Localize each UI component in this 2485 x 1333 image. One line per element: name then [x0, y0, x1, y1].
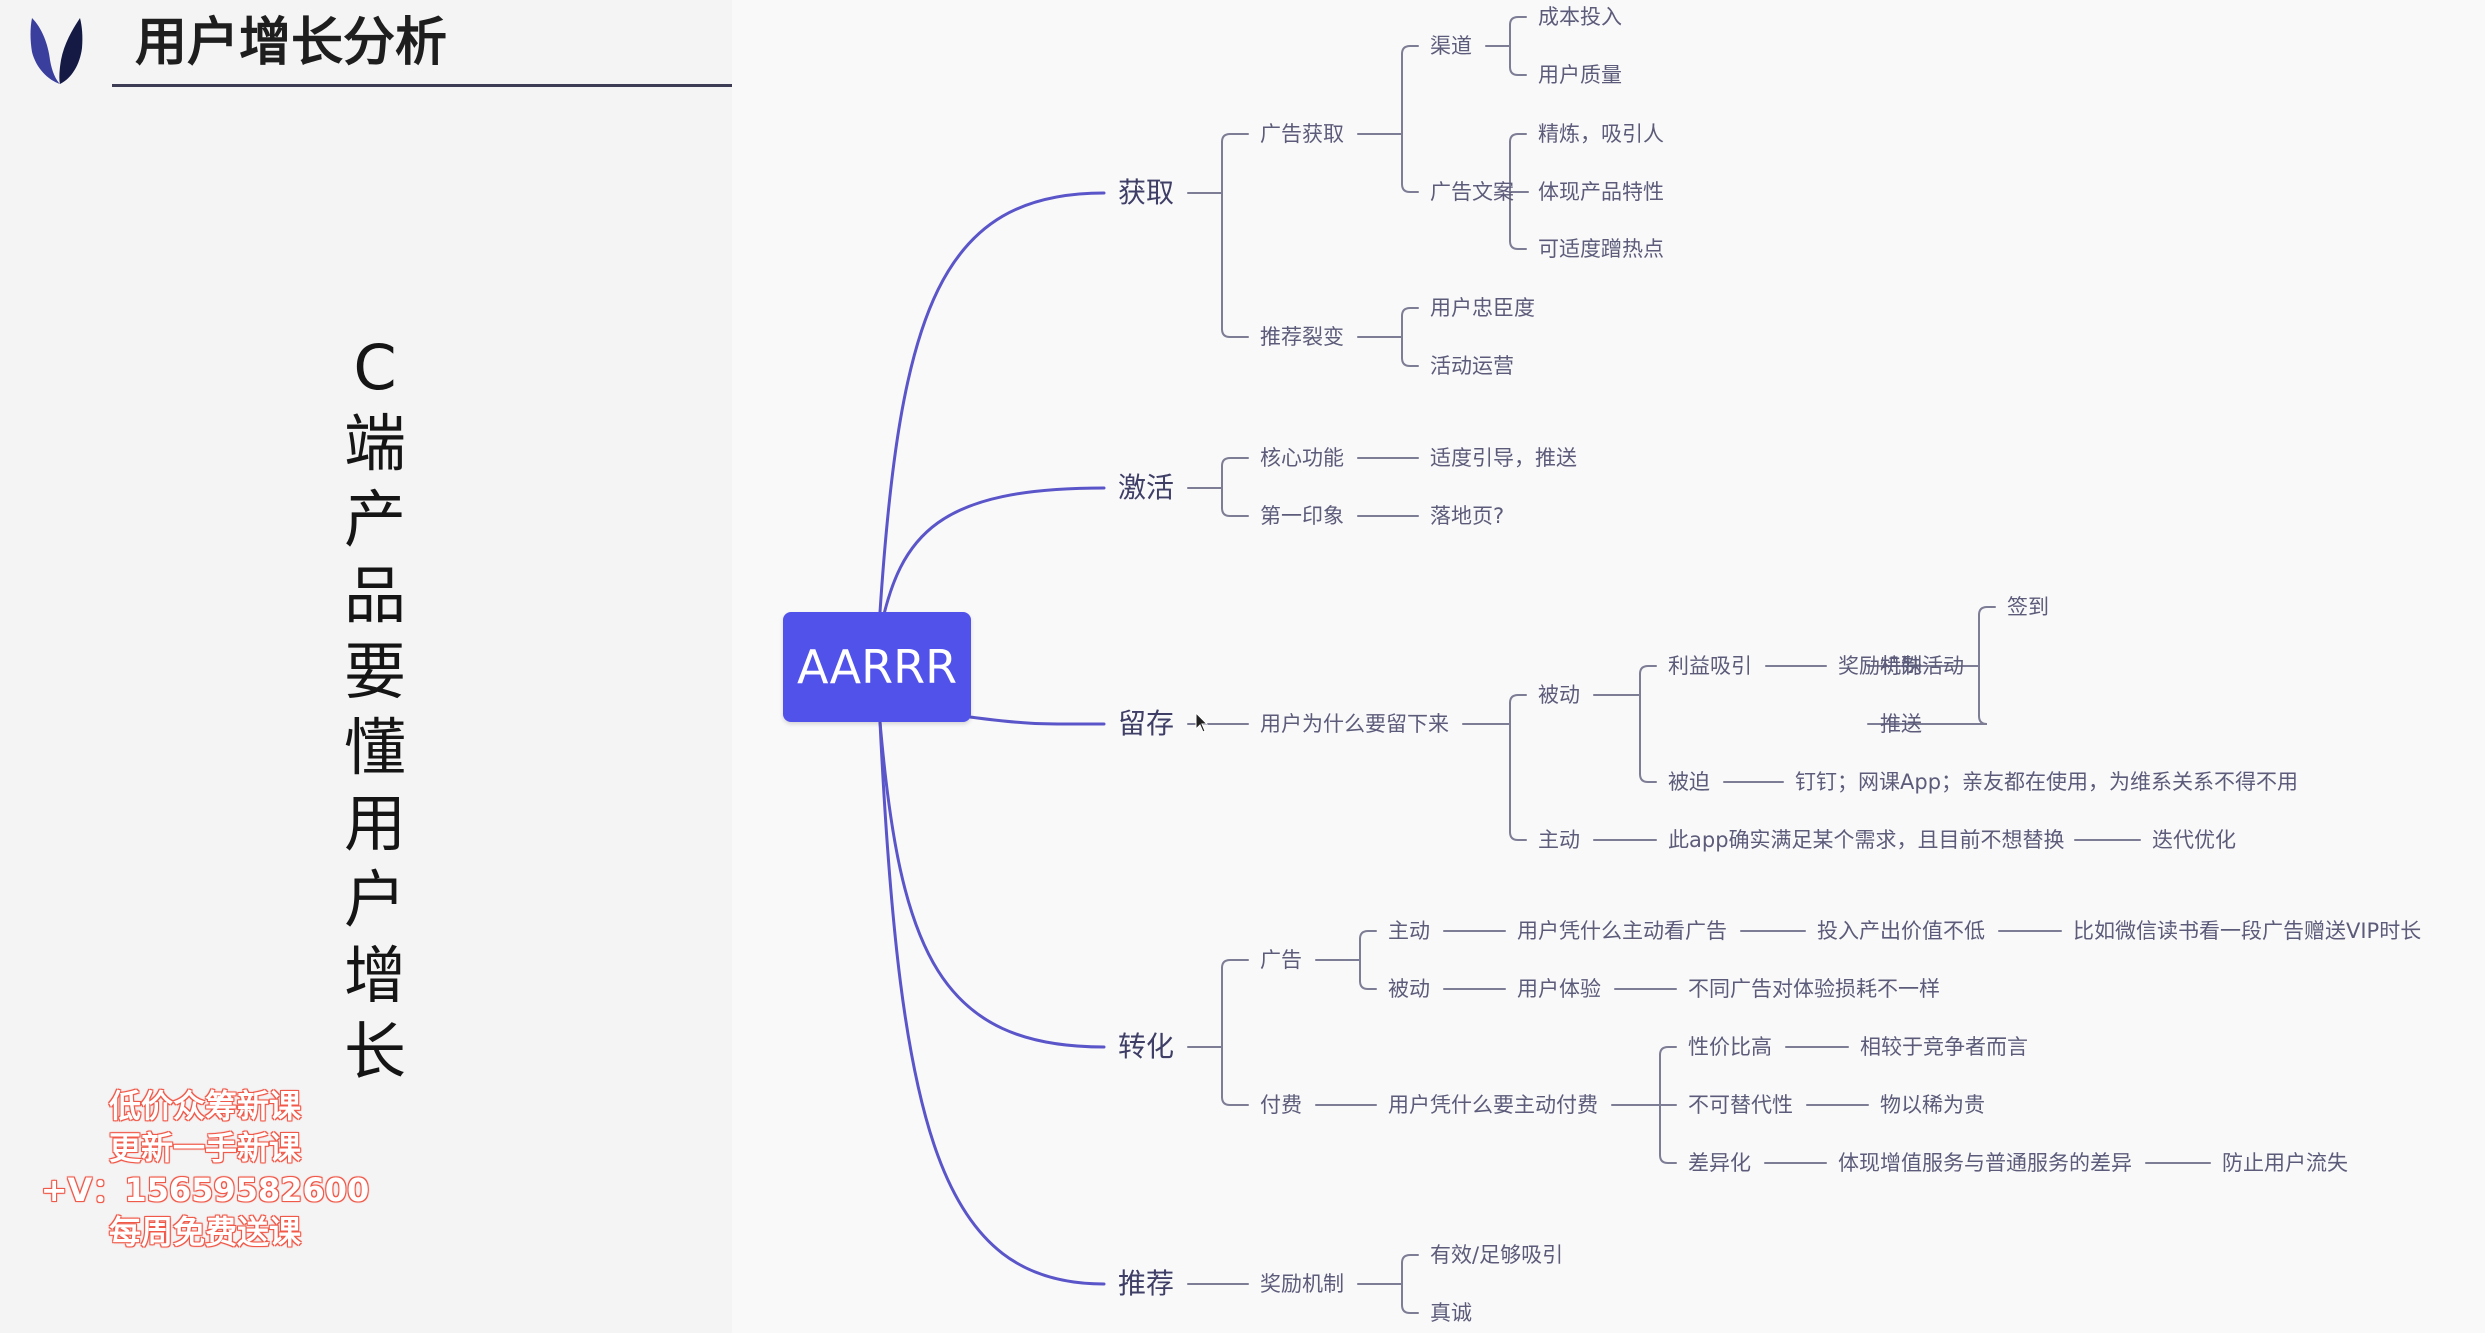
mindmap-branch-node: 转化: [1118, 1030, 1175, 1063]
mindmap-node: 用户凭什么主动看广告: [1517, 919, 1727, 943]
mindmap-node: 不可替代性: [1688, 1093, 1793, 1117]
mindmap-node: 用户体验: [1517, 977, 1601, 1001]
mindmap-node: 相较于竞争者而言: [1860, 1035, 2028, 1059]
mindmap-node: 广告文案: [1430, 180, 1514, 204]
vertical-title: C端产品要懂用户增长: [343, 331, 406, 1088]
mindmap-node: 主动: [1388, 919, 1430, 943]
mindmap-node: 被动: [1388, 977, 1430, 1001]
connector-line: [1221, 959, 1249, 969]
mindmap-node: 可适度蹭热点: [1538, 237, 1664, 261]
title-underline: [112, 84, 732, 87]
connector-line: [1509, 831, 1527, 841]
connector-line: [1401, 307, 1419, 317]
mindmap-node: 体现产品特性: [1538, 180, 1664, 204]
connector-line: [1639, 665, 1657, 675]
watermark-line: 低价众筹新课: [108, 1087, 301, 1125]
mindmap-branch-node: 获取: [1118, 176, 1175, 209]
mindmap-node: 主动: [1538, 828, 1580, 852]
connector-line: [1659, 1046, 1677, 1056]
mindmap-node: 特殊活动: [1880, 654, 1964, 678]
mindmap-node: 差异化: [1688, 1151, 1751, 1175]
mindmap-node: 用户为什么要留下来: [1260, 712, 1449, 736]
mindmap-node: 落地页?: [1430, 504, 1505, 528]
connector-line: [1509, 133, 1527, 143]
mindmap-node: 奖励机制: [1260, 1272, 1344, 1296]
mindmap-branch-node: 激活: [1118, 471, 1175, 504]
watermark-line: 每周免费送课: [108, 1213, 301, 1251]
mindmap-node: 不同广告对体验损耗不一样: [1688, 977, 1940, 1001]
connector-line: [1978, 606, 1996, 616]
mindmap-node: 比如微信读书看一段广告赠送VIP时长: [2073, 919, 2422, 943]
mindmap-node: 核心功能: [1260, 446, 1344, 470]
mindmap-node: 此app确实满足某个需求，且目前不想替换: [1668, 828, 2065, 852]
connector-line: [1509, 16, 1527, 26]
mindmap-branch-node: 推荐: [1118, 1267, 1175, 1300]
mindmap-node: 广告获取: [1260, 122, 1344, 146]
connector-line: [1401, 183, 1419, 193]
mindmap-node: 有效/足够吸引: [1430, 1243, 1564, 1267]
mindmap-node: 活动运营: [1430, 354, 1514, 378]
mouse-cursor-icon: [1195, 712, 1209, 733]
mindmap-node: 精炼，吸引人: [1538, 122, 1664, 146]
mindmap-node: 性价比高: [1688, 1035, 1772, 1059]
mindmap-node: 被迫: [1668, 770, 1710, 794]
mindmap-node: 真诚: [1430, 1301, 1472, 1325]
mindmap-node: 推送: [1880, 712, 1922, 736]
mindmap-node: 被动: [1538, 683, 1580, 707]
connector-line: [1401, 1254, 1419, 1264]
mindmap-node: 成本投入: [1538, 5, 1622, 29]
mindmap-node: 推荐裂变: [1260, 325, 1344, 349]
mindmap-node: 用户忠臣度: [1430, 296, 1535, 320]
main-branch-curve: [878, 191, 1106, 614]
connector-line: [1639, 773, 1657, 783]
connector-line: [1401, 357, 1419, 367]
connector-line: [1509, 66, 1527, 76]
connector-line: [1221, 507, 1249, 517]
connector-line: [1359, 930, 1377, 940]
mindmap-node: 渠道: [1430, 34, 1472, 58]
watermark-line: +V：15659582600: [40, 1171, 370, 1209]
mindmap-node: 体现增值服务与普通服务的差异: [1838, 1151, 2132, 1175]
shield-leaf-logo-icon: [30, 18, 83, 84]
mindmap-node: 钉钉；网课App；亲友都在使用，为维系关系不得不用: [1795, 770, 2299, 794]
mindmap-node: 签到: [2007, 595, 2049, 619]
connector-line: [1509, 240, 1527, 250]
mindmap-node: 广告: [1260, 948, 1302, 972]
connector-line: [1221, 1096, 1249, 1106]
connector-line: [1401, 45, 1419, 55]
mindmap-node: 第一印象: [1260, 504, 1344, 528]
connector-line: [1359, 980, 1377, 990]
connector-line: [1401, 1304, 1419, 1314]
mindmap-node: 防止用户流失: [2222, 1151, 2348, 1175]
mindmap-node: 投入产出价值不低: [1817, 919, 1985, 943]
connector-line: [1221, 457, 1249, 467]
mindmap-node: 物以稀为贵: [1880, 1093, 1985, 1117]
main-branch-curve: [878, 486, 1106, 634]
connector-line: [1221, 328, 1249, 338]
mindmap-node: 奖励机制: [1838, 654, 1922, 678]
mindmap-node: 用户凭什么要主动付费: [1388, 1093, 1598, 1117]
page-title: 用户增长分析: [135, 13, 448, 73]
mindmap-node: 利益吸引: [1668, 654, 1752, 678]
connector-line: [1867, 715, 1988, 725]
main-branch-curve: [968, 715, 1106, 726]
watermark: 低价众筹新课 更新一手新课 +V：15659582600 每周免费送课: [40, 1085, 370, 1253]
mindmap-node: 用户质量: [1538, 63, 1622, 87]
connector-line: [1509, 694, 1527, 704]
mindmap-node: 付费: [1260, 1093, 1302, 1117]
mindmap-branch-node: 留存: [1118, 707, 1175, 740]
left-panel: [0, 0, 732, 1333]
mindmap-root-node: AARRR: [783, 612, 971, 722]
connector-line: [1659, 1154, 1677, 1164]
connector-line: [1221, 133, 1249, 143]
main-branch-curve: [878, 720, 1106, 1286]
mindmap-node: 迭代优化: [2152, 828, 2236, 852]
watermark-line: 更新一手新课: [108, 1129, 301, 1167]
mindmap-node: 适度引导，推送: [1430, 446, 1577, 470]
mindmap-canvas: [732, 0, 2485, 1333]
main-branch-curve: [878, 720, 1106, 1049]
